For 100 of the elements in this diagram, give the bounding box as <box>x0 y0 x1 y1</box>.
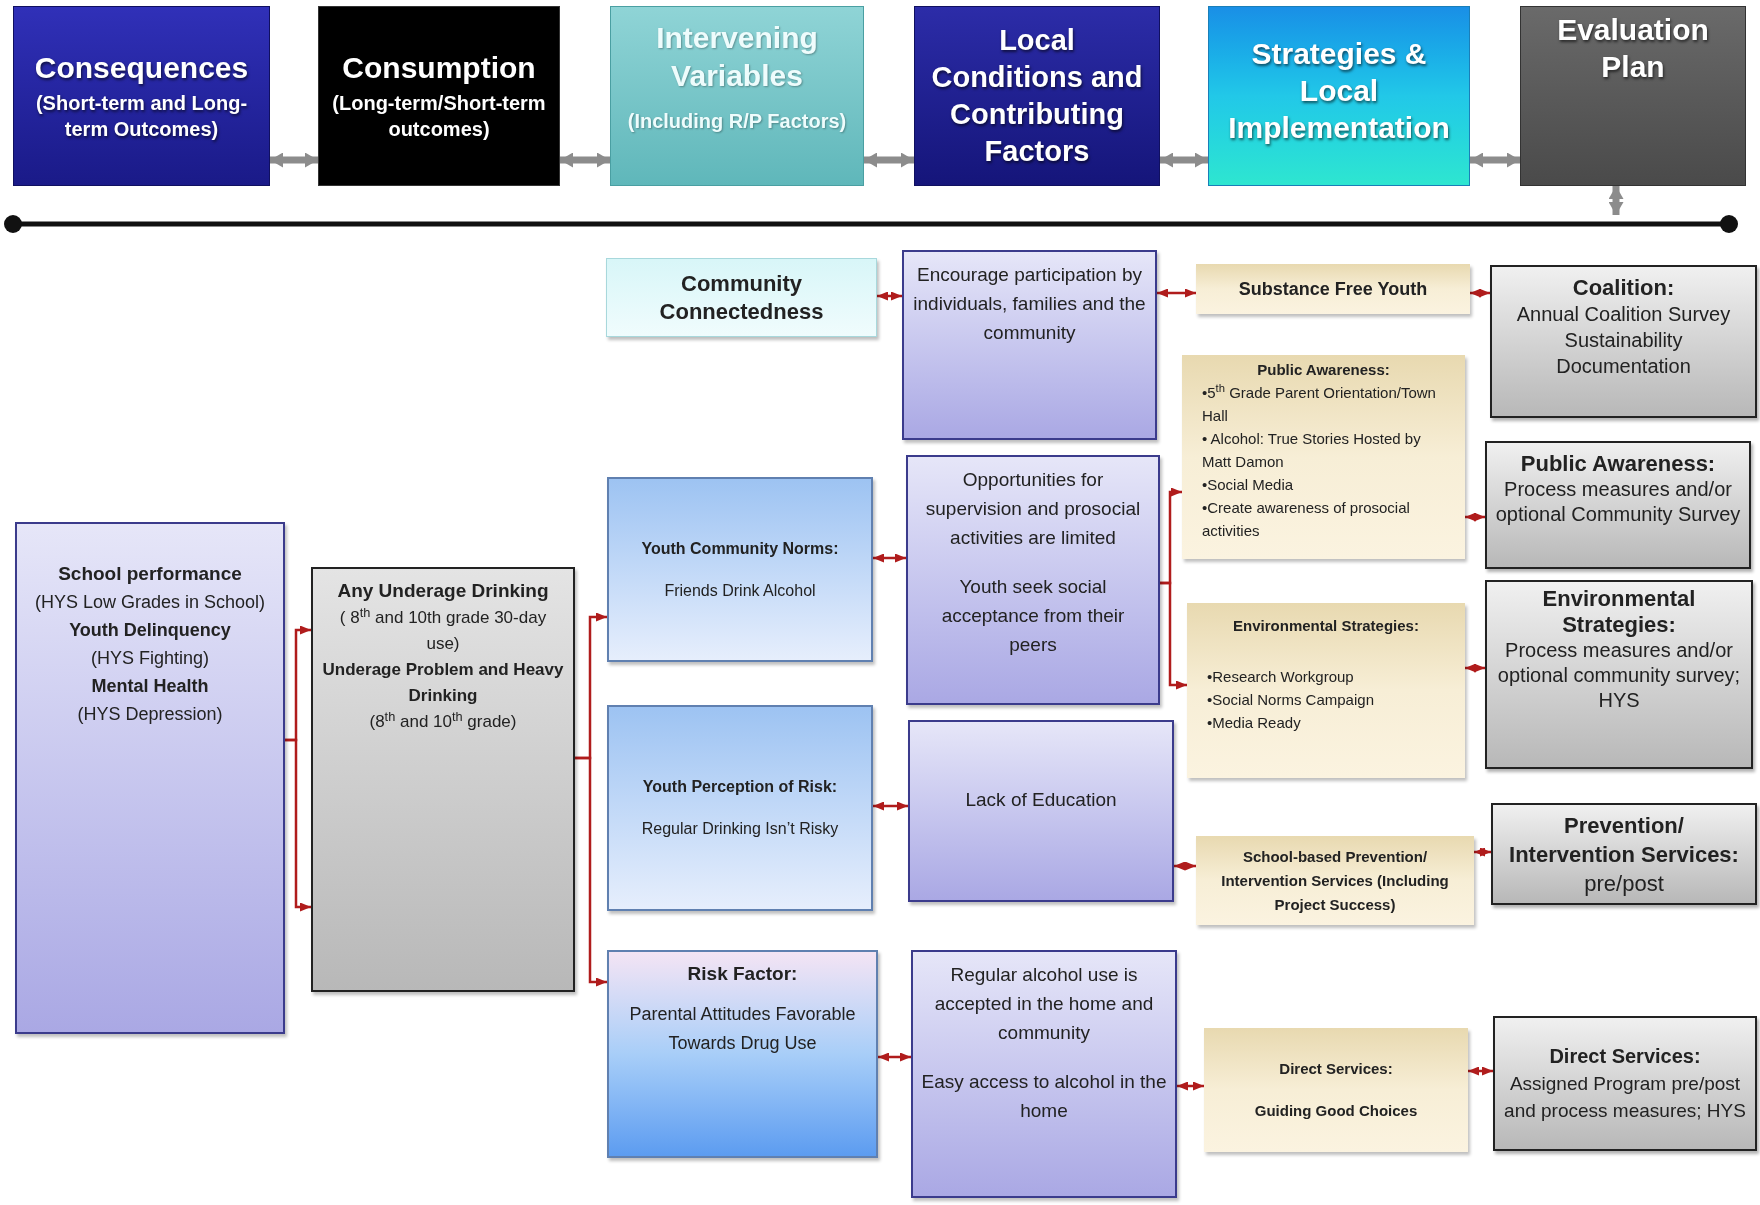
box-text: Process measures and/or optional community survey; HYS <box>1496 638 1742 713</box>
box-heading: Local Conditions and Contributing Factors <box>930 23 1144 169</box>
box-text: •Research Workgroup <box>1206 667 1355 687</box>
arrow <box>1157 288 1196 298</box>
box-text: Guiding Good Choices <box>1253 1101 1419 1121</box>
box-heading: Community Connectedness <box>658 269 825 326</box>
column-header-box <box>13 6 270 186</box>
box-text: •Create awareness of prosocial activities <box>1201 498 1411 541</box>
condition-box <box>902 250 1157 440</box>
box-heading: School performance <box>57 562 243 586</box>
column-header-box <box>1520 6 1746 186</box>
box-text: Annual Coalition Survey Sustainability Documentation <box>1515 302 1732 379</box>
box-text: Parental Attitudes Favorable Towards Drug Use <box>628 1003 857 1055</box>
box-heading: Risk Factor: <box>686 962 799 986</box>
arrow <box>1160 581 1187 690</box>
box-heading: Strategies & Local Implementation <box>1227 36 1451 146</box>
box-text: (Short-term and Long-term Outcomes) <box>34 91 249 142</box>
box-heading: Youth Perception of Risk: <box>641 777 839 797</box>
box-heading: Evaluation Plan <box>1556 12 1710 85</box>
evaluation-box <box>1485 580 1753 769</box>
box-text: •5$^{th}$ Grade Parent Orientation/Town Hall <box>1201 381 1437 426</box>
evaluation-box <box>1491 803 1757 905</box>
box-text: •Media Ready <box>1206 713 1302 733</box>
box-heading: Direct Services: <box>1278 1059 1394 1079</box>
arrow <box>1174 861 1196 871</box>
box-heading: Coalition: <box>1571 275 1676 301</box>
box-heading: Prevention/ Intervention Services: pre/post <box>1508 811 1740 898</box>
box-heading: Consequences <box>33 50 250 86</box>
box-heading: Opportunities for supervision and prosocial activities are limited <box>924 468 1142 550</box>
box-heading: Direct Services: <box>1548 1044 1702 1069</box>
arrow <box>270 152 318 168</box>
arrow <box>873 553 906 563</box>
strategy-box <box>1196 836 1474 925</box>
box-text: Youth seek social acceptance from their peers <box>940 575 1126 657</box>
box-text: (Including R/P Factors) <box>626 109 848 134</box>
arrow <box>873 801 908 811</box>
strategy-box <box>1182 355 1465 559</box>
arrow <box>1465 512 1485 522</box>
condition-box <box>911 950 1177 1198</box>
arrow <box>285 738 311 912</box>
variable-box <box>607 705 873 911</box>
box-text: •Social Media <box>1201 475 1295 495</box>
condition-box <box>908 720 1174 902</box>
strategy-box <box>1196 264 1470 314</box>
evaluation-box <box>1485 441 1751 569</box>
strategy-box <box>1187 603 1465 778</box>
box-heading: Consumption <box>341 50 537 86</box>
box-heading: School-based Prevention/ Intervention Services (Including Project Success) <box>1220 846 1450 915</box>
column-header-box <box>318 6 560 186</box>
arrow <box>1465 663 1485 673</box>
box-text: •Social Norms Campaign <box>1206 690 1375 710</box>
arrow <box>878 1052 911 1062</box>
risk-factor-box <box>607 950 878 1158</box>
strategy-box <box>1204 1028 1468 1152</box>
box-text: (8$^{th}$ and 10$^{th}$ grade) <box>368 709 518 733</box>
box-text: Assigned Program pre/post and process measures; HYS <box>1503 1072 1747 1123</box>
box-text: Process measures and/or optional Community Survey <box>1494 477 1742 527</box>
box-heading: Intervening Variables <box>655 20 819 94</box>
box-text: (HYS Low Grades in School) <box>33 591 267 614</box>
box-text: Mental Health <box>90 675 210 698</box>
box-heading: Substance Free Youth <box>1237 278 1429 301</box>
consumption-box <box>311 567 575 992</box>
variable-box <box>607 477 873 662</box>
condition-box <box>906 455 1160 705</box>
box-heading: Lack of Education <box>964 788 1118 812</box>
box-text: • Alcohol: True Stories Hosted by Matt Damon <box>1201 429 1422 472</box>
box-heading: Environmental Strategies: <box>1541 586 1697 638</box>
arrow <box>575 756 607 987</box>
box-text: (HYS Fighting) <box>89 647 210 670</box>
arrow <box>1177 1081 1204 1091</box>
outcome-box <box>15 522 285 1034</box>
box-text: (Long-term/Short-term outcomes) <box>331 91 547 142</box>
evaluation-box <box>1490 265 1757 418</box>
arrow <box>864 152 914 168</box>
box-text: Easy access to alcohol in the home <box>920 1070 1168 1123</box>
box-text: Friends Drink Alcohol <box>663 580 817 601</box>
column-header-box <box>914 6 1160 186</box>
column-header-box <box>1208 6 1470 186</box>
evaluation-box <box>1493 1016 1757 1151</box>
box-heading: Youth Community Norms: <box>640 538 840 559</box>
variable-box <box>606 258 877 337</box>
arrow <box>1470 152 1520 168</box>
arrow <box>1474 847 1491 857</box>
box-heading: Environmental Strategies: <box>1232 616 1420 636</box>
box-text: (HYS Depression) <box>76 703 224 726</box>
box-heading: Public Awareness: <box>1256 360 1391 380</box>
arrow <box>1470 288 1490 298</box>
arrow <box>560 152 610 168</box>
box-text: Youth Delinquency <box>68 619 232 642</box>
box-heading: Encourage participation by individuals, families and the community <box>912 263 1147 345</box>
timeline-bar <box>4 215 1738 233</box>
box-text: Regular Drinking Isn’t Risky <box>640 819 840 839</box>
column-header-box <box>610 6 864 186</box>
arrow <box>1468 1066 1493 1076</box>
box-text: ( 8$^{th}$ and 10th grade 30-day use) <box>338 605 548 655</box>
box-heading: Regular alcohol use is accepted in the home and community <box>933 963 1155 1045</box>
arrow <box>1160 152 1208 168</box>
box-heading: Any Underage Drinking <box>336 579 550 603</box>
box-heading: Public Awareness: <box>1519 451 1717 477</box>
arrow <box>877 291 902 301</box>
